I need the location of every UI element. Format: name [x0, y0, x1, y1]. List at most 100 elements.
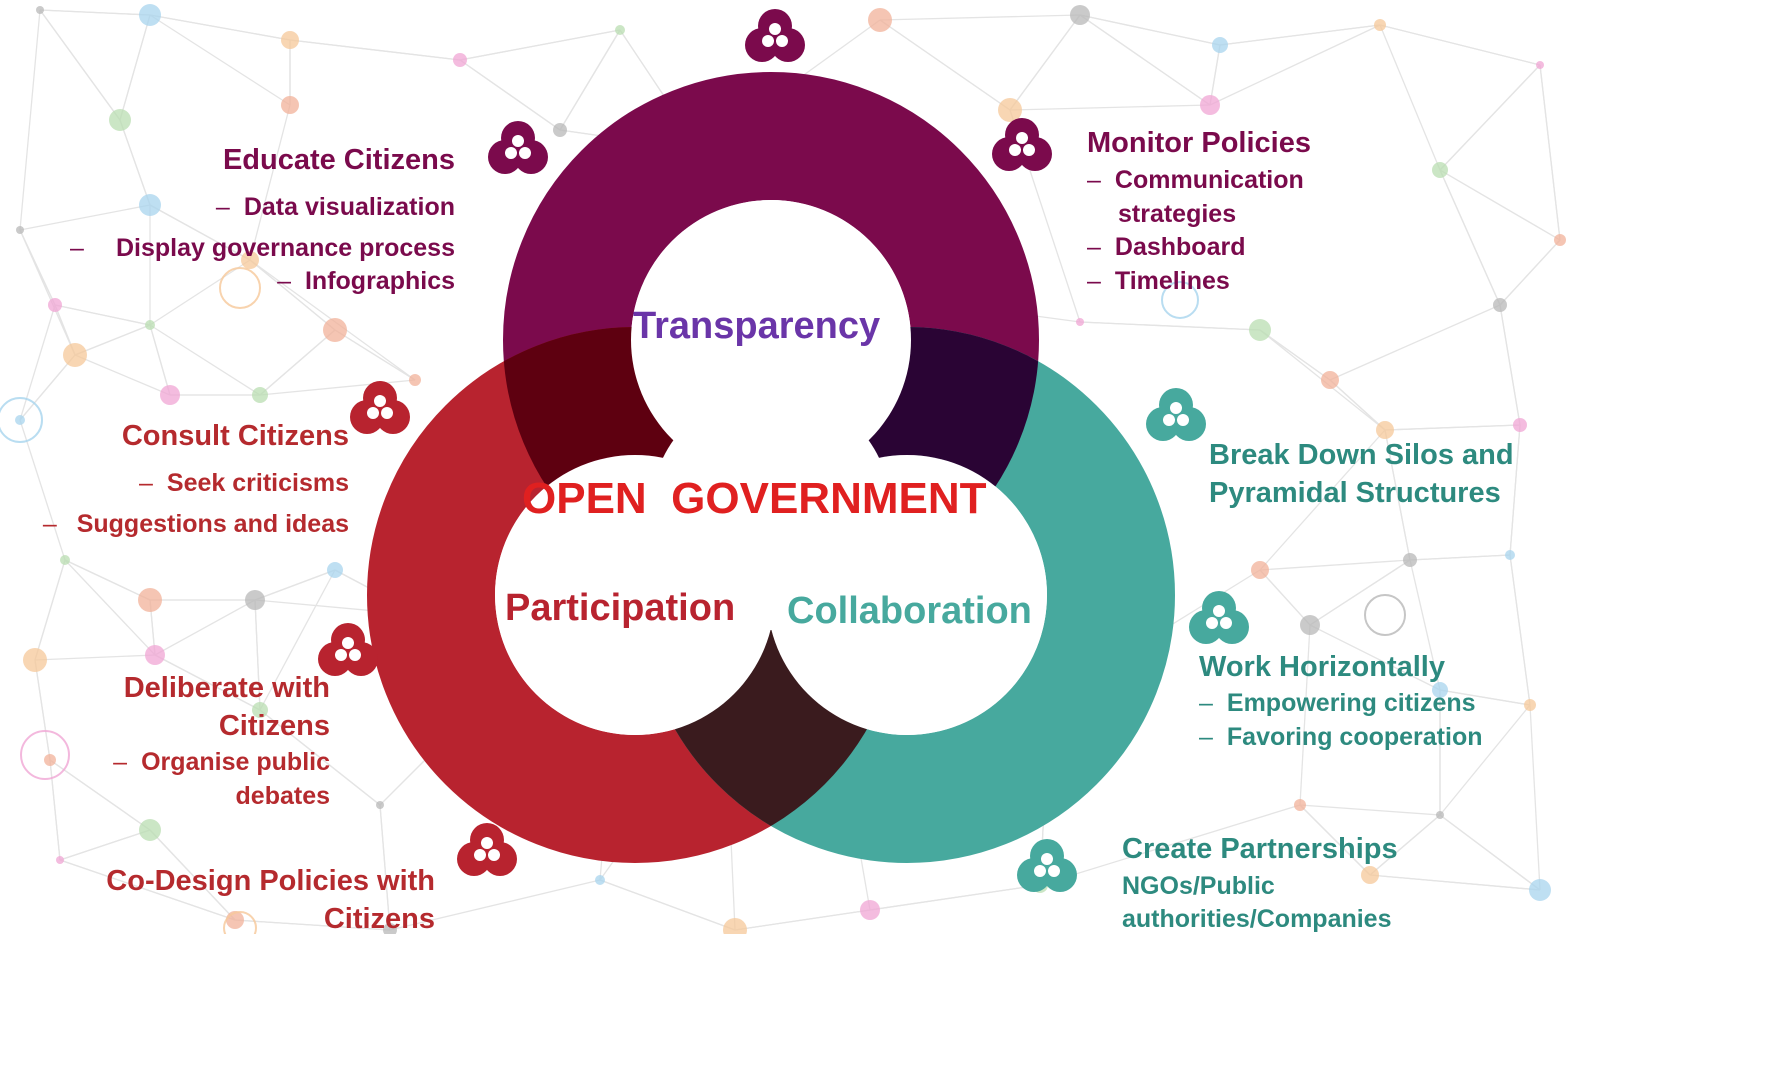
- network-node: [1524, 699, 1536, 711]
- network-node: [23, 648, 47, 672]
- inner-core: [631, 200, 911, 480]
- network-node: [145, 645, 165, 665]
- network-edge: [19, 229, 56, 306]
- network-edge: [1209, 24, 1381, 106]
- network-node: [723, 918, 747, 934]
- network-edge: [59, 859, 236, 921]
- network-edge: [1539, 64, 1561, 241]
- network-edge: [149, 204, 251, 261]
- network-edge: [149, 259, 251, 326]
- network-node: [252, 387, 268, 403]
- network-node: [252, 702, 268, 718]
- monitor-item: –Dashboard: [1087, 233, 1246, 261]
- trefoil-logo-icon: [488, 121, 548, 174]
- monitor-item-continued: strategies: [1118, 200, 1237, 228]
- network-node: [327, 562, 343, 578]
- network-ring-node: [1364, 594, 1406, 636]
- network-edge: [1409, 559, 1441, 691]
- network-edge: [1499, 239, 1561, 306]
- create-partnerships-title: Create Partnerships: [1122, 833, 1398, 865]
- network-edge: [154, 654, 261, 711]
- network-edge: [34, 654, 156, 661]
- monitor-item: –Timelines: [1087, 267, 1230, 295]
- collaboration-label: Collaboration: [787, 590, 1032, 632]
- horizontal-item: –Favoring cooperation: [1199, 723, 1483, 751]
- network-node: [138, 588, 162, 612]
- network-edge: [149, 324, 261, 396]
- network-edge: [19, 419, 66, 561]
- network-edge: [149, 829, 236, 921]
- network-node: [1212, 37, 1228, 53]
- network-node: [60, 555, 70, 565]
- educate-item: –Data visualization: [215, 193, 455, 221]
- network-edge: [1079, 321, 1261, 331]
- network-edge: [1329, 304, 1501, 381]
- network-ring-node: [1161, 281, 1199, 319]
- network-node: [615, 25, 625, 35]
- network-edge: [1369, 814, 1441, 876]
- network-node: [63, 343, 87, 367]
- network-node: [1493, 298, 1507, 312]
- network-edge: [1299, 804, 1371, 876]
- network-node: [1505, 550, 1515, 560]
- diagram-canvas: Transparency OPEN GOVERNMENT Participati…: [0, 4, 1566, 935]
- break-silos-title: Break Down Silos and Pyramidal Structure…: [1209, 439, 1514, 509]
- network-edge: [1299, 624, 1311, 806]
- network-node: [1294, 799, 1306, 811]
- deliberate-item-continued: debates: [235, 782, 330, 810]
- network-node: [1432, 682, 1448, 698]
- monitor-policies-title: Monitor Policies: [1087, 127, 1311, 159]
- network-edge: [1379, 24, 1441, 171]
- network-edge: [869, 884, 1041, 911]
- trefoil-logo-icon: [457, 823, 517, 876]
- network-edge: [1259, 569, 1311, 626]
- network-edge: [34, 559, 66, 661]
- network-edge: [119, 119, 151, 206]
- network-node: [1249, 319, 1271, 341]
- network-edge: [1384, 429, 1411, 561]
- network-node: [1251, 561, 1269, 579]
- codesign-title: Co-Design Policies with Citizens: [106, 865, 435, 935]
- network-node: [36, 6, 44, 14]
- horizontal-item: –Empowering citizens: [1199, 689, 1476, 717]
- network-edge: [119, 14, 151, 121]
- network-edge: [254, 569, 336, 601]
- network-edge: [734, 909, 871, 931]
- network-node: [1361, 866, 1379, 884]
- network-edge: [1009, 104, 1211, 111]
- network-edge: [1209, 44, 1221, 106]
- network-edge: [19, 9, 41, 231]
- network-edge: [1259, 559, 1411, 571]
- network-edge: [234, 919, 391, 931]
- network-edge: [879, 14, 1081, 21]
- network-edge: [34, 659, 51, 761]
- deliberate-item: –Organise public: [113, 748, 330, 776]
- network-node: [1554, 234, 1566, 246]
- network-node: [1070, 5, 1090, 25]
- network-node: [109, 109, 131, 131]
- icon-layer: [318, 9, 1249, 892]
- network-ring-node: [20, 730, 70, 780]
- network-node: [860, 900, 880, 920]
- network-node: [1436, 811, 1444, 819]
- network-edge: [59, 829, 151, 861]
- inner-core: [651, 390, 891, 630]
- network-node: [868, 8, 892, 32]
- network-edge: [254, 599, 261, 711]
- network-edge: [39, 9, 151, 16]
- network-edge: [1259, 429, 1386, 571]
- educate-citizens-title: Educate Citizens: [222, 144, 455, 176]
- network-node: [241, 251, 259, 269]
- network-edge: [259, 709, 381, 806]
- network-edge: [64, 559, 156, 656]
- trefoil-logo-icon: [745, 9, 805, 62]
- network-node: [145, 320, 155, 330]
- partnership-item: NGOs/Public: [1122, 872, 1275, 900]
- network-edge: [1499, 304, 1521, 426]
- network-edge: [334, 329, 416, 381]
- consult-item: –Suggestions and ideas: [42, 510, 349, 538]
- network-node: [1536, 61, 1544, 69]
- network-edge: [1439, 689, 1531, 706]
- network-edge: [1409, 554, 1511, 561]
- network-edge: [1439, 704, 1531, 816]
